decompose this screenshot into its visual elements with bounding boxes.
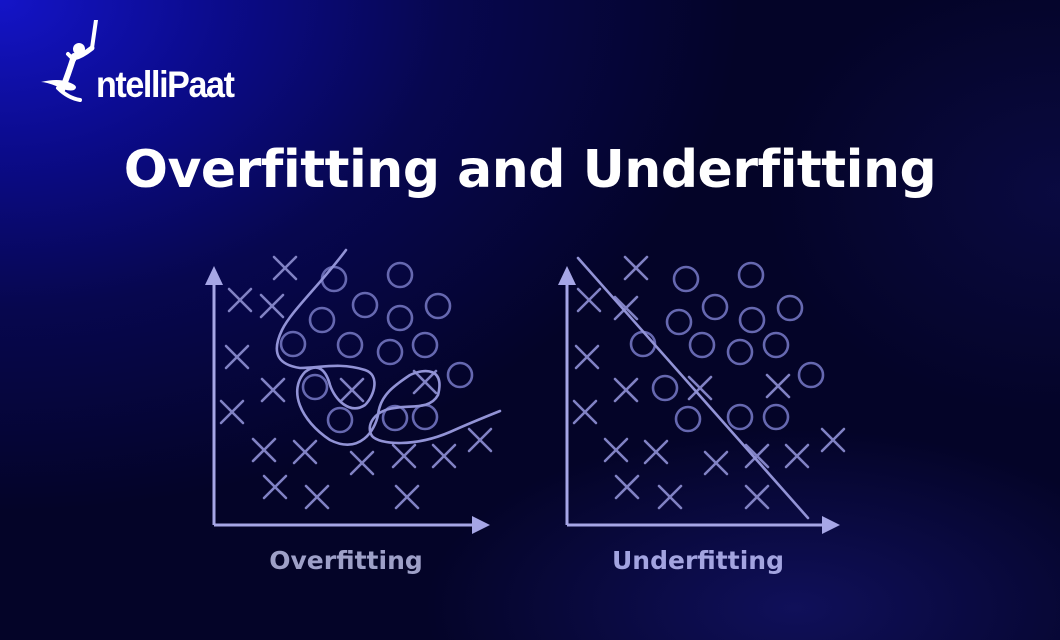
underfitting-chart	[558, 255, 846, 534]
axes	[205, 266, 490, 534]
circle-markers	[629, 261, 825, 433]
x-markers	[572, 255, 846, 510]
caption-overfitting: Overfitting	[269, 546, 423, 575]
overfit-boundary	[275, 248, 502, 446]
page-title: Overfitting and Underfitting	[123, 140, 937, 200]
overfitting-chart	[205, 248, 502, 534]
underfit-boundary	[576, 256, 810, 520]
axes	[558, 266, 840, 534]
person-jumping-icon	[41, 20, 98, 102]
caption-underfitting: Underfitting	[612, 546, 784, 575]
logo-text: ntelliPaat	[96, 64, 235, 105]
circle-markers	[279, 261, 474, 434]
intellipaat-logo[interactable]: ntelliPaat	[38, 20, 278, 105]
